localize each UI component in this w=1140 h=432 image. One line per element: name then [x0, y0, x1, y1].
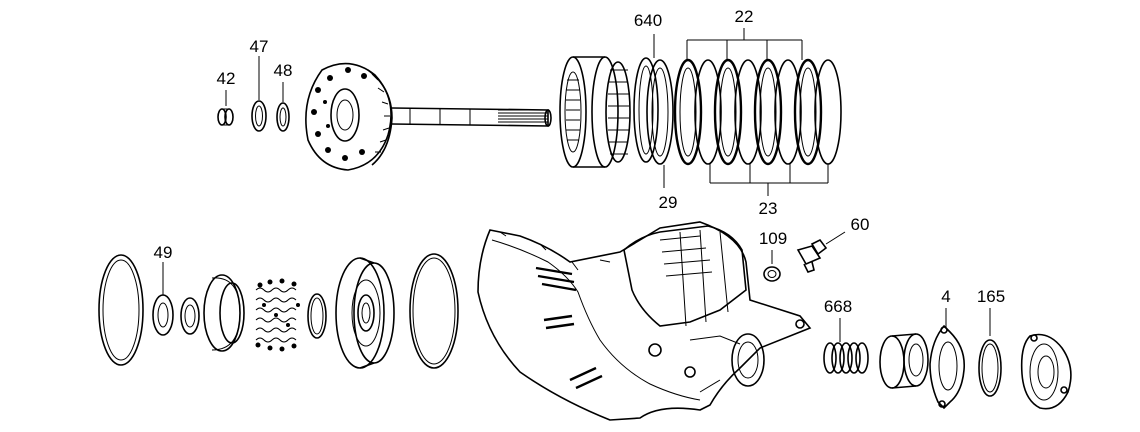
- part-668-spring: [823, 342, 869, 374]
- label-23: 23: [759, 199, 778, 218]
- carrier-and-input-shaft: [305, 62, 552, 171]
- piston-outer-seal: [409, 253, 459, 369]
- thrust-washer: [180, 297, 200, 335]
- clutch-pack: [633, 57, 842, 166]
- part-109-seal: [763, 266, 781, 282]
- leader-60: [825, 231, 846, 245]
- part-49-seal: [152, 294, 174, 336]
- label-47: 47: [250, 37, 269, 56]
- label-22: 22: [735, 7, 754, 26]
- part-48-washer: [276, 102, 290, 132]
- label-4: 4: [941, 287, 950, 306]
- accumulator-piston: [879, 333, 929, 389]
- label-48: 48: [274, 61, 293, 80]
- clutch-hub-drum: [559, 56, 631, 168]
- part-42-bushing: [217, 108, 234, 126]
- label-640: 640: [634, 11, 662, 30]
- large-seal-ring: [98, 254, 144, 366]
- label-49: 49: [154, 243, 173, 262]
- label-29: 29: [659, 193, 678, 212]
- label-668: 668: [824, 297, 852, 316]
- clutch-piston: [335, 257, 395, 369]
- label-60: 60: [851, 215, 870, 234]
- label-42: 42: [217, 69, 236, 88]
- part-60-vent: [796, 238, 828, 273]
- label-109: 109: [759, 229, 787, 248]
- transmission-case: [477, 221, 812, 421]
- spring-retainer: [203, 274, 245, 352]
- bracket-22: [686, 28, 803, 60]
- bracket-23: [709, 164, 829, 196]
- piston-inner-seal: [307, 293, 327, 339]
- end-cover: [1020, 333, 1072, 410]
- return-spring-pack: [255, 278, 300, 352]
- part-4-cover: [929, 324, 966, 410]
- label-165: 165: [977, 287, 1005, 306]
- part-47-washer: [251, 100, 267, 132]
- part-165-oring: [978, 339, 1002, 397]
